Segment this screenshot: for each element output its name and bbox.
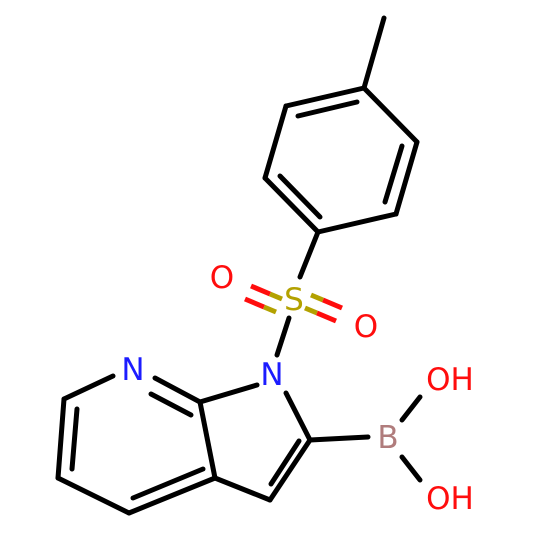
bond-c7a-n7 bbox=[152, 375, 203, 405]
bond-n-c7a bbox=[197, 382, 260, 405]
bond-ring-lower-right bbox=[393, 139, 420, 217]
sulfonyl-bonds bbox=[244, 283, 343, 324]
bond-c2-b bbox=[307, 434, 371, 443]
bond-ring-upper-right bbox=[361, 85, 420, 145]
bond-c5-c4 bbox=[55, 475, 132, 516]
bond-s-o-lower-c bbox=[304, 305, 318, 316]
bond-c2-n bbox=[283, 390, 313, 443]
bond-s-o-upper-c bbox=[244, 296, 265, 310]
bond-b-oh-lower bbox=[399, 454, 423, 483]
bond-methyl bbox=[361, 15, 387, 91]
atom-b: B bbox=[377, 420, 398, 456]
bond-c6-c5 bbox=[55, 396, 67, 481]
bond-c6-c5-inner bbox=[69, 406, 80, 472]
bonds bbox=[55, 15, 423, 516]
bond-ring-lower-left bbox=[262, 175, 321, 235]
bond-c4-c3a bbox=[126, 475, 218, 516]
atom-o-upper: O bbox=[210, 260, 234, 296]
bond-s-o-upper-a bbox=[250, 283, 271, 297]
bond-ring-top-left bbox=[283, 85, 367, 109]
bond-ring-bottom bbox=[315, 211, 399, 235]
bond-s-o-upper-b bbox=[269, 291, 283, 302]
bond-s-n bbox=[274, 315, 292, 358]
bond-c3a-c3 bbox=[212, 475, 273, 503]
atom-oh-upper: OH bbox=[426, 362, 474, 398]
bond-s-o-lower-d bbox=[316, 310, 337, 324]
bond-ring-inner-1 bbox=[295, 99, 360, 119]
bond-ring-upper-left bbox=[262, 103, 289, 181]
bond-s-o-lower-b bbox=[322, 297, 343, 311]
atom-n-pyridine: N bbox=[121, 352, 144, 388]
bond-b-oh-upper bbox=[399, 394, 423, 423]
atom-s: S bbox=[284, 282, 304, 318]
bond-s-o-lower-a bbox=[310, 292, 324, 303]
atom-oh-lower: OH bbox=[426, 481, 474, 517]
bond-ring-inner-3 bbox=[382, 143, 405, 205]
bond-ring-inner-2 bbox=[277, 173, 323, 220]
atom-o-lower: O bbox=[354, 309, 378, 345]
bond-n7-c6 bbox=[61, 373, 116, 402]
bond-c7a-n7-inner bbox=[148, 391, 194, 418]
bond-aryl-s bbox=[297, 229, 321, 280]
atom-labels: N N S O O B OH OH bbox=[121, 260, 473, 517]
bond-c7a-c3a bbox=[197, 399, 218, 481]
bond-c4-c3a-inner bbox=[130, 466, 206, 501]
bond-c3-c2-inner bbox=[268, 438, 302, 487]
bond-s-o-upper-d bbox=[263, 304, 277, 315]
atom-n-pyrrole: N bbox=[260, 357, 283, 393]
bond-c3-c2 bbox=[267, 437, 313, 503]
